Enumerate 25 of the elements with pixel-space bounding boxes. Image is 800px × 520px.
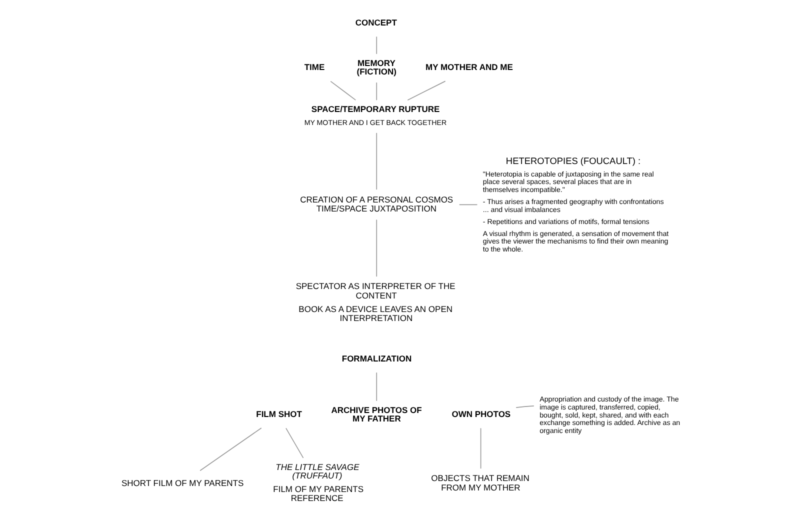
connector: [480, 428, 482, 469]
node-text: OWN PHOTOS: [452, 409, 511, 420]
connector: [376, 82, 378, 101]
connector: [200, 428, 262, 472]
node-text: SHORT FILM OF MY PARENTS: [122, 478, 244, 488]
node-text: FILM SHOT: [256, 409, 302, 420]
connector: [376, 36, 378, 54]
connector: [286, 428, 304, 458]
connector: [458, 204, 478, 206]
node-text: MY MOTHER AND ME: [426, 62, 513, 72]
node-text: MEMORY (FICTION): [356, 58, 396, 76]
connector: [376, 219, 378, 277]
node-text: TIME: [304, 62, 325, 72]
node-text: ARCHIVE PHOTOS OF MY FATHER: [331, 404, 422, 424]
connector: [330, 80, 356, 100]
node-text: FORMALIZATION: [342, 353, 412, 364]
connector: [376, 372, 378, 402]
node-text: OBJECTS THAT REMAIN FROM MY MOTHER: [431, 473, 530, 492]
node-text: CONCEPT: [355, 18, 397, 28]
connector: [407, 80, 446, 101]
node-text: SPECTATOR AS INTERPRETER OF THE CONTENT BOOK AS A DEVICE LEAVES AN OPEN INTERPRETATION: [296, 281, 456, 324]
connector: [376, 132, 378, 190]
connector: [516, 405, 534, 408]
node-text: THE LITTLE SAVAGE (TRUFFAUT) FILM OF MY PARENTS REFERENCE: [273, 462, 364, 504]
node-text: CREATION OF A PERSONAL COSMOS TIME/SPACE JUXTAPOSITION: [300, 194, 454, 214]
